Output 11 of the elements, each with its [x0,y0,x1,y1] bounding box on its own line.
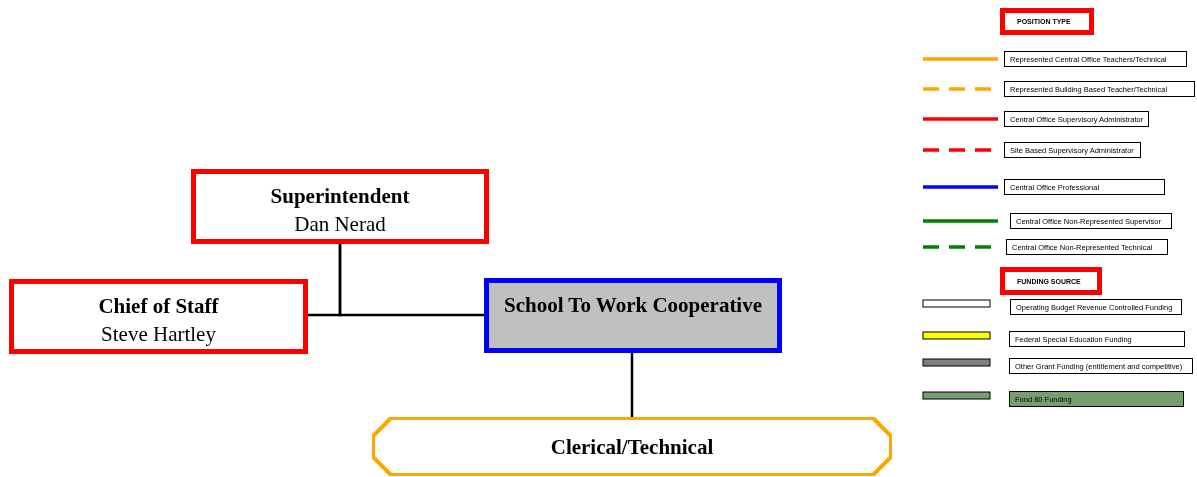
position-title: Clerical/Technical [550,433,714,461]
position-title: Superintendent [270,183,410,210]
person-name: Dan Nerad [294,211,386,238]
person-name: Steve Hartley [101,321,216,348]
position-title: School To Work Cooperative [503,292,763,319]
position-box [484,278,782,353]
connector-line [630,353,634,417]
position-title: Chief of Staff [98,293,219,320]
connector-line [338,244,484,317]
position-box [191,169,489,244]
position-box [9,279,308,354]
